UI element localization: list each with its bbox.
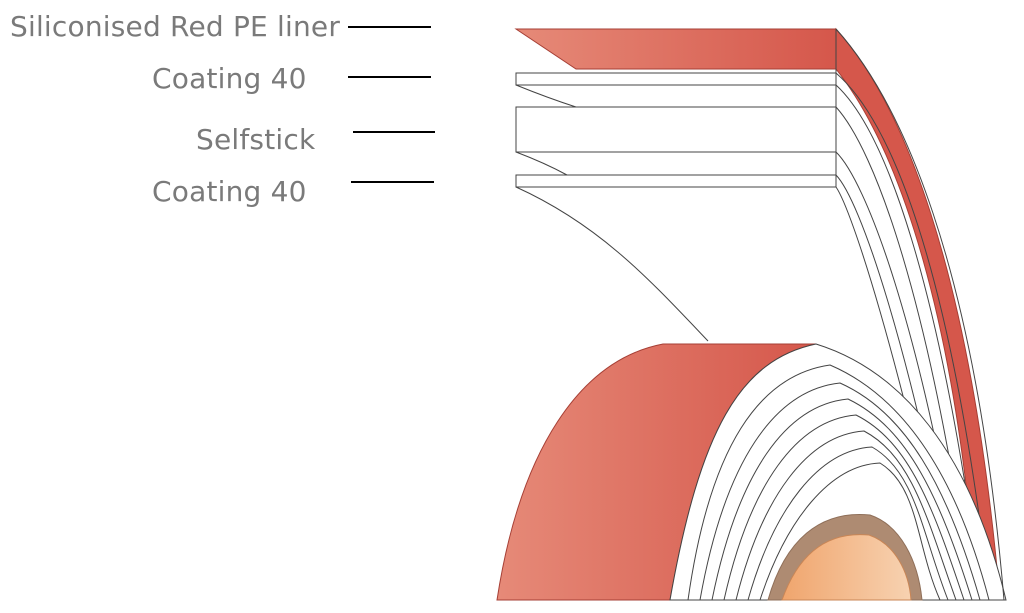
label-siliconised-red-pe-liner: Siliconised Red PE liner: [10, 10, 341, 43]
selfstick-layer: [515, 106, 837, 153]
liner-layer: [514, 28, 837, 70]
coating-layer-bottom: [515, 174, 837, 188]
roll-white-layers: [669, 343, 1007, 601]
core-inner: [781, 534, 912, 601]
label-coating-40-top: Coating 40: [152, 62, 307, 95]
coating-layer-top: [515, 72, 837, 86]
label-selfstick: Selfstick: [196, 123, 316, 156]
label-coating-40-bottom: Coating 40: [152, 175, 307, 208]
